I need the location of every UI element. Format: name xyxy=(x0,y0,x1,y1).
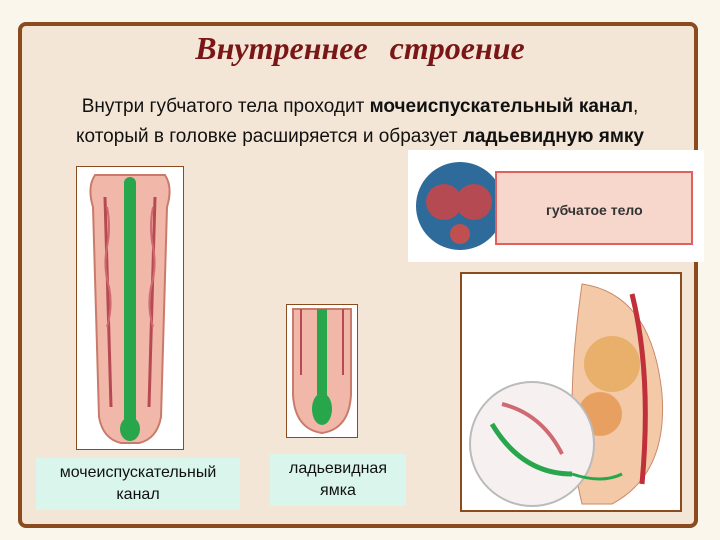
pelvis-sagittal-svg xyxy=(462,274,680,510)
cross-section-inset: губчатое тело xyxy=(408,150,704,262)
pelvis-sagittal-image xyxy=(460,272,682,512)
slide-title: Внутреннее строение xyxy=(195,30,525,66)
longitudinal-section-svg xyxy=(89,174,171,444)
description-line-1: Внутри губчатого тела проходит мочеиспус… xyxy=(81,96,639,117)
cross-section-label: губчатое тело xyxy=(546,202,643,218)
caption-navicular-fossa: ладьевидная ямка xyxy=(270,454,406,506)
glans-section-svg xyxy=(292,308,352,435)
glans-section-image xyxy=(286,304,358,438)
longitudinal-section-image xyxy=(76,166,184,450)
description-line-2: который в головке расширяется и образует… xyxy=(76,126,644,147)
description-text: Внутри губчатого тела проходит мочеиспус… xyxy=(0,92,720,152)
caption-urethra: мочеиспускательный канал xyxy=(36,458,240,510)
cross-section-svg xyxy=(408,150,704,262)
